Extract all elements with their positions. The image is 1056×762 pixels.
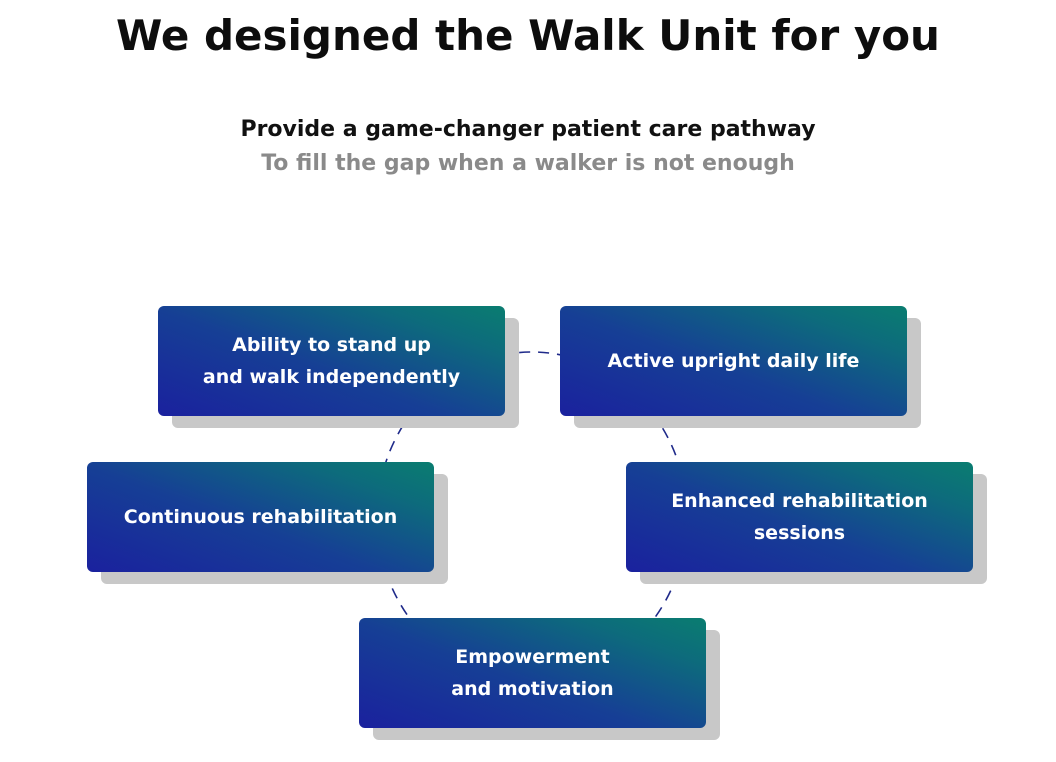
card-face: Ability to stand up and walk independent… [158, 306, 505, 416]
cycle-card-active-upright: Active upright daily life [560, 306, 921, 428]
card-face: Continuous rehabilitation [87, 462, 434, 572]
cycle-card-empowerment: Empowerment and motivation [359, 618, 720, 740]
cycle-card-label: Ability to stand up and walk independent… [202, 334, 461, 388]
cycle-card-label: Enhanced rehabilitation sessions [671, 490, 928, 544]
card-face: Empowerment and motivation [359, 618, 706, 728]
card-face: Active upright daily life [560, 306, 907, 416]
cycle-card-label: Empowerment and motivation [451, 646, 614, 700]
cycle-card-label: Continuous rehabilitation [123, 506, 398, 528]
cycle-card-continuous-rehab: Continuous rehabilitation [87, 462, 448, 584]
card-face: Enhanced rehabilitation sessions [626, 462, 973, 572]
subtitle-secondary: To fill the gap when a walker is not eno… [261, 151, 795, 176]
cycle-card-enhanced-rehab: Enhanced rehabilitation sessions [626, 462, 987, 584]
cycle-card-stand-walk: Ability to stand up and walk independent… [158, 306, 519, 428]
page-title: We designed the Walk Unit for you [116, 11, 940, 60]
cycle-card-label: Active upright daily life [607, 350, 860, 372]
subtitle-primary: Provide a game-changer patient care path… [240, 117, 816, 142]
